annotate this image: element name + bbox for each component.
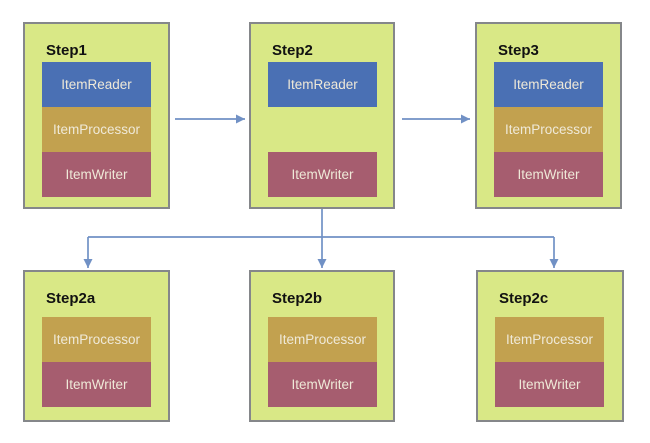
component-itemwriter: ItemWriter bbox=[494, 152, 603, 197]
component-itemprocessor: ItemProcessor bbox=[494, 107, 603, 152]
step-title-step1: Step1 bbox=[46, 42, 87, 59]
step-title-step2c: Step2c bbox=[499, 290, 549, 307]
component-itemreader: ItemReader bbox=[268, 62, 377, 107]
step-title-step2a: Step2a bbox=[46, 290, 96, 307]
step-title-step2b: Step2b bbox=[272, 290, 323, 307]
component-itemwriter: ItemWriter bbox=[268, 362, 377, 407]
component-itemwriter: ItemWriter bbox=[268, 152, 377, 197]
step-title-step2: Step2 bbox=[272, 42, 313, 59]
component-itemprocessor: ItemProcessor bbox=[42, 317, 151, 362]
component-itemwriter: ItemWriter bbox=[42, 362, 151, 407]
component-slot-empty bbox=[268, 107, 377, 152]
component-itemreader: ItemReader bbox=[42, 62, 151, 107]
component-itemwriter: ItemWriter bbox=[42, 152, 151, 197]
component-itemprocessor: ItemProcessor bbox=[42, 107, 151, 152]
component-itemreader: ItemReader bbox=[494, 62, 603, 107]
component-itemprocessor: ItemProcessor bbox=[268, 317, 377, 362]
component-itemprocessor: ItemProcessor bbox=[495, 317, 604, 362]
component-itemwriter: ItemWriter bbox=[495, 362, 604, 407]
step-title-step3: Step3 bbox=[498, 42, 539, 59]
